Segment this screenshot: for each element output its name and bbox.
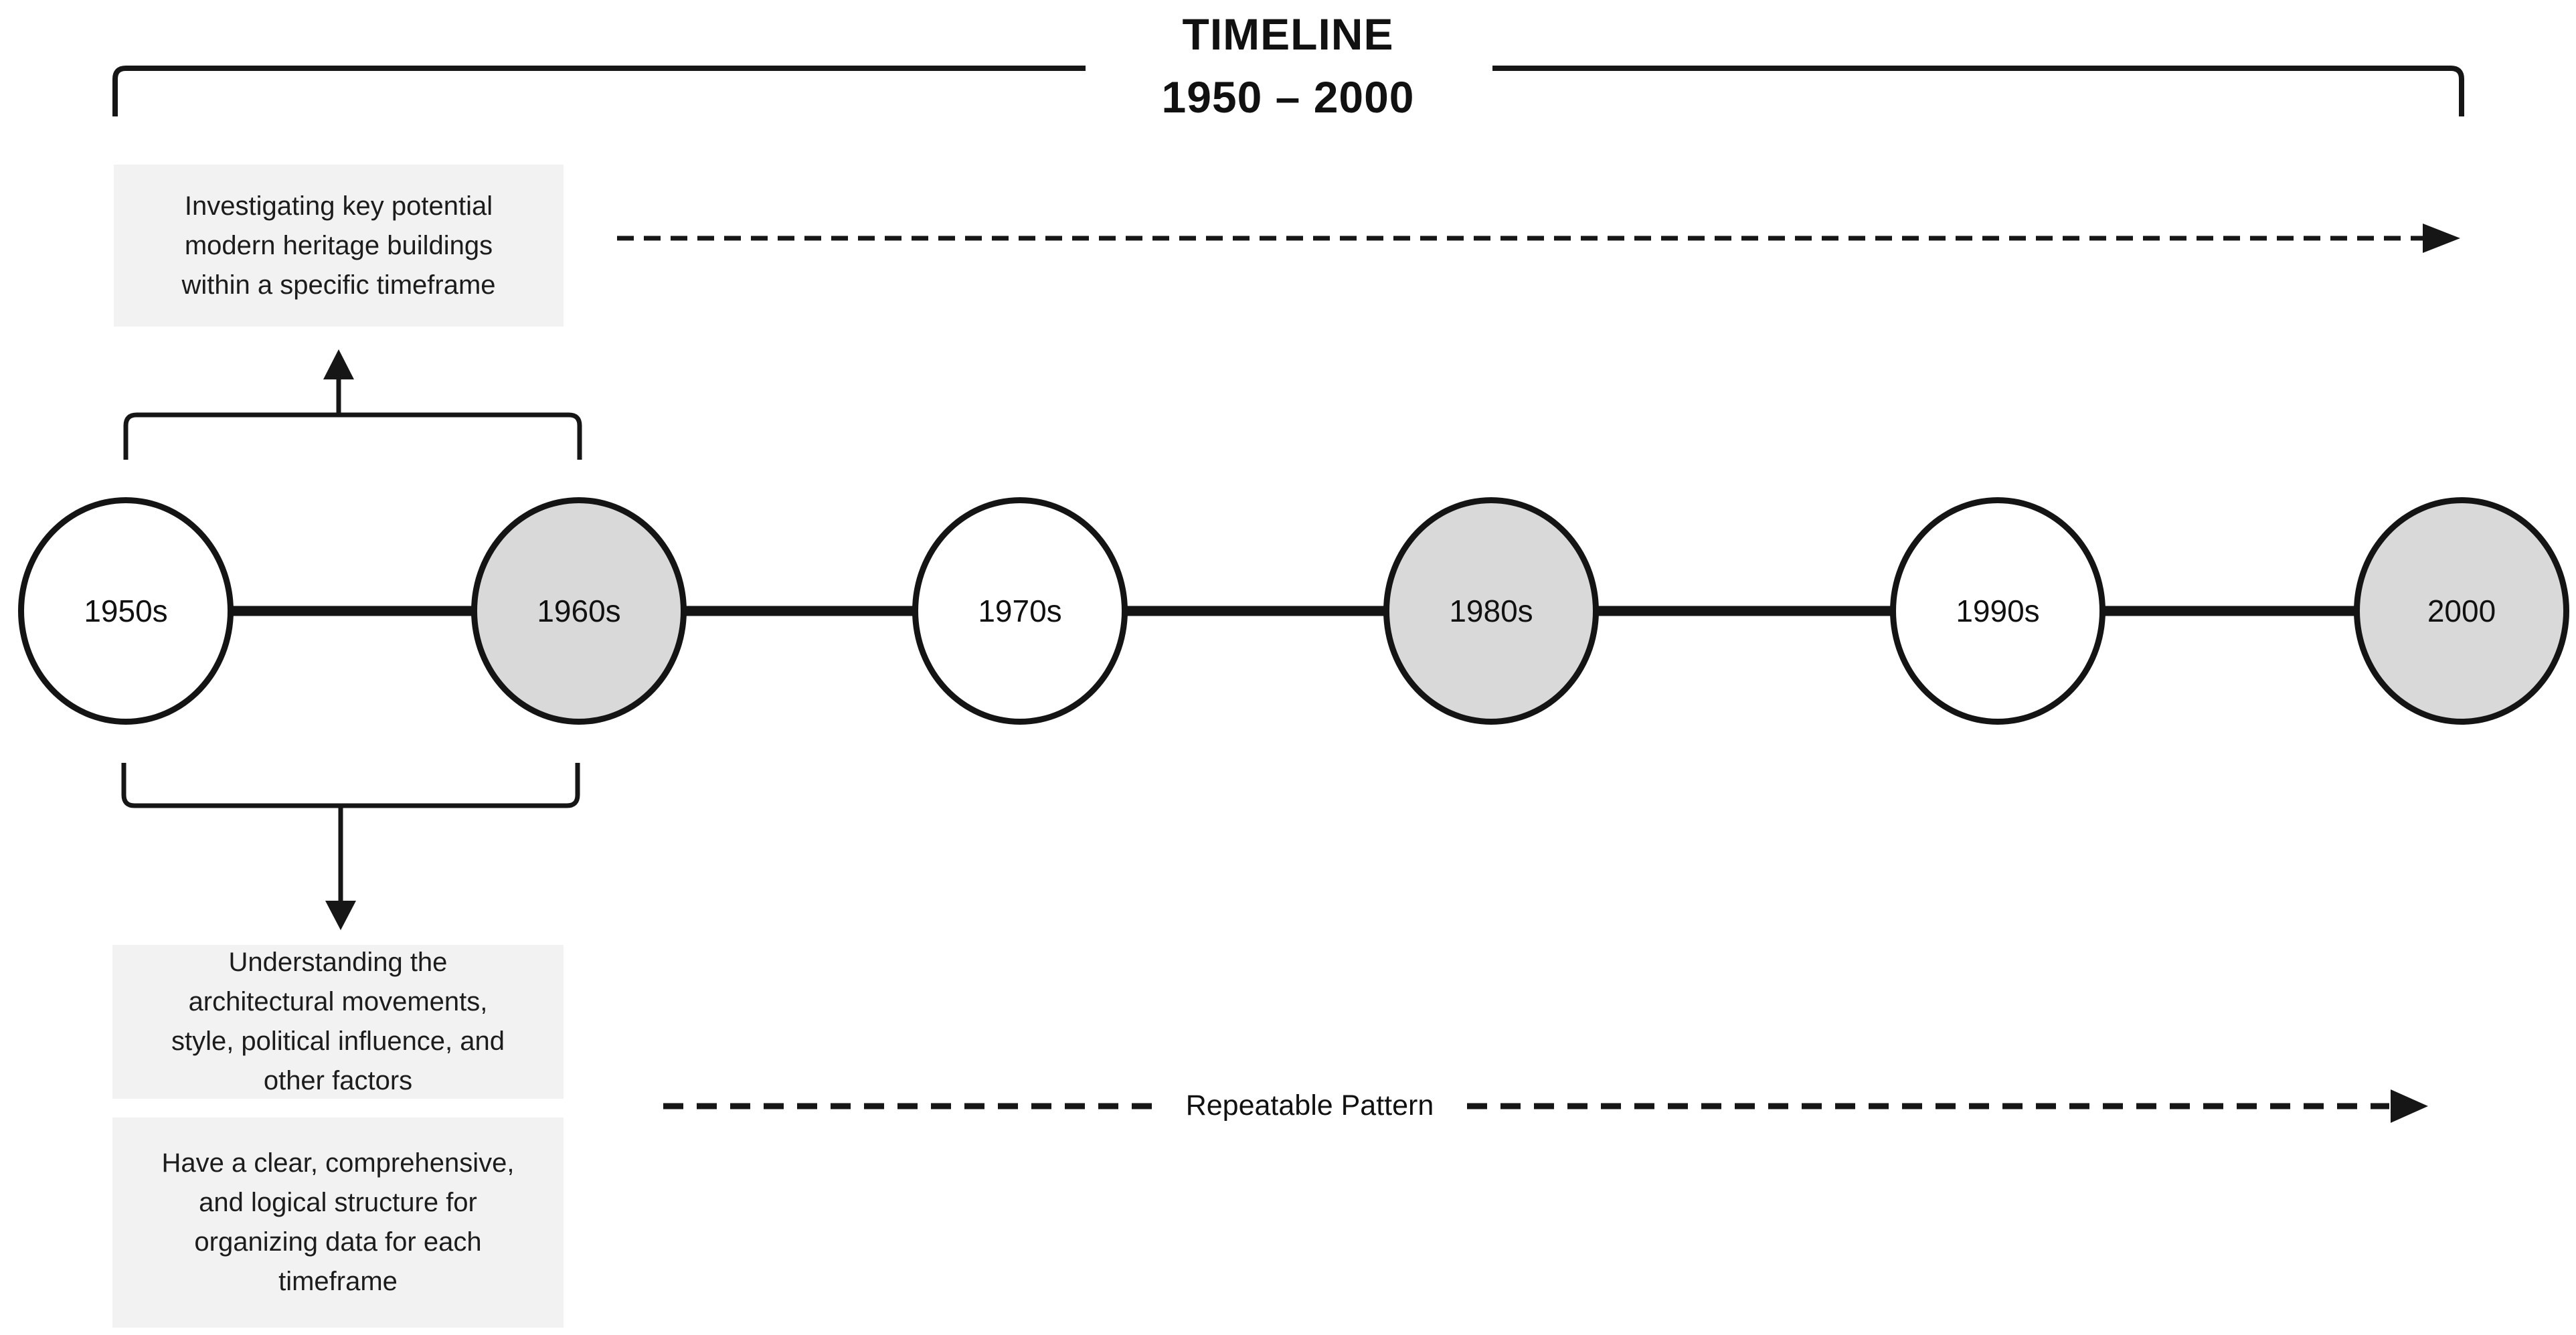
- title-text: TIMELINE: [1182, 9, 1394, 59]
- timeline-node-1990s: 1990s: [1890, 497, 2106, 725]
- bottom-annotation-box-2: Have a clear, comprehensive, and logical…: [112, 1118, 564, 1328]
- timeline-node-1970s: 1970s: [912, 497, 1128, 725]
- down-arrowhead: [325, 901, 356, 930]
- top-annotation-text: Investigating key potential modern herit…: [181, 191, 496, 300]
- page-title: TIMELINE 1950 – 2000: [0, 3, 2576, 128]
- repeatable-pattern-label: Repeatable Pattern: [1185, 1089, 1434, 1122]
- top-annotation-box: Investigating key potential modern herit…: [114, 165, 564, 327]
- timeline-node-label: 1980s: [1449, 594, 1533, 628]
- up-arrowhead: [323, 349, 354, 379]
- timeline-node-label: 2000: [2427, 594, 2496, 628]
- title-range: 1950 – 2000: [1161, 72, 1415, 122]
- upper-brace: [123, 412, 582, 460]
- bottom-annotation-text-2: Have a clear, comprehensive, and logical…: [161, 1148, 515, 1296]
- bottom-annotation-text-1: Understanding the architectural movement…: [171, 948, 505, 1095]
- top-dashed-arrowhead: [2423, 224, 2460, 253]
- top-bracket-left: [112, 66, 1086, 116]
- timeline-node-label: 1990s: [1956, 594, 2040, 628]
- timeline-node-label: 1960s: [537, 594, 621, 628]
- top-bracket-right: [1492, 66, 2464, 116]
- repeatable-dashed-arrowhead: [2391, 1089, 2428, 1123]
- timeline-node-1960s: 1960s: [471, 497, 687, 725]
- timeline-node-2000: 2000: [2354, 497, 2569, 725]
- timeline-node-1980s: 1980s: [1383, 497, 1599, 725]
- timeline-node-1950s: 1950s: [18, 497, 234, 725]
- bottom-annotation-box-1: Understanding the architectural movement…: [112, 945, 564, 1099]
- lower-brace: [121, 763, 580, 808]
- timeline-node-label: 1970s: [978, 594, 1062, 628]
- timeline-node-label: 1950s: [84, 594, 168, 628]
